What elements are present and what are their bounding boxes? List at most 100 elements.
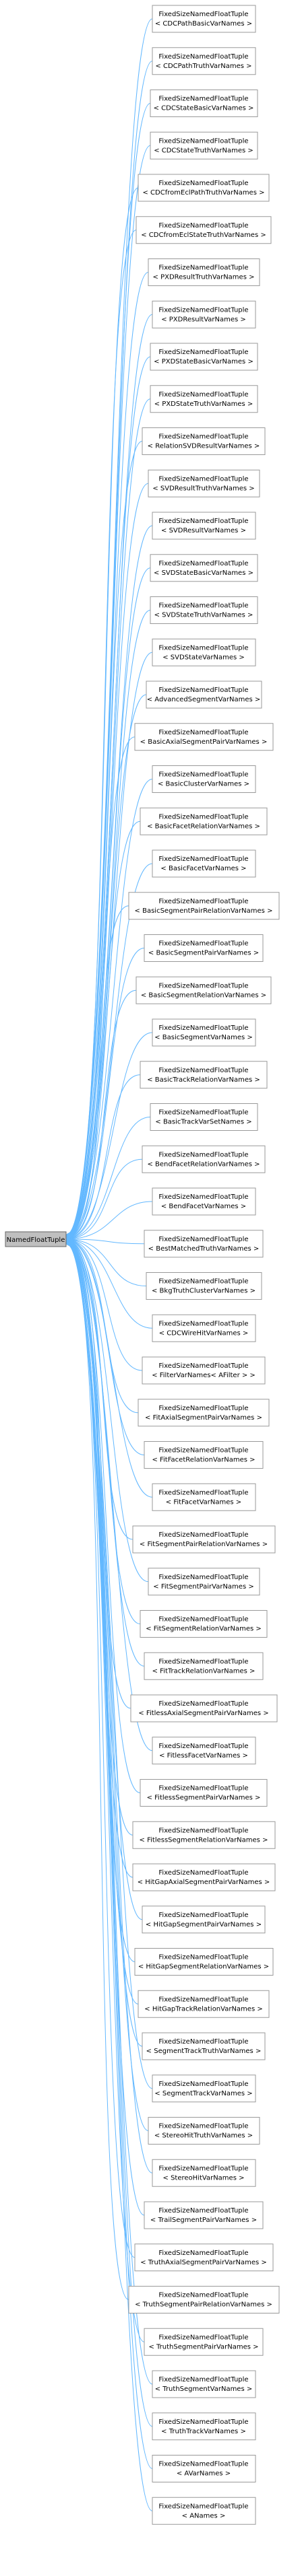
derived-class-node[interactable]: FixedSizeNamedFloatTuple< SVDStateBasicV…	[150, 554, 258, 582]
derived-class-template-arg: < BasicSegmentPairVarNames >	[148, 950, 259, 957]
derived-class-node[interactable]: FixedSizeNamedFloatTuple< CDCfromEclPath…	[138, 174, 270, 202]
derived-class-name: FixedSizeNamedFloatTuple	[158, 1193, 248, 1201]
derived-class-name: FixedSizeNamedFloatTuple	[158, 560, 248, 567]
inheritance-edge	[66, 905, 129, 1239]
derived-class-node[interactable]: FixedSizeNamedFloatTuple< HitGapAxialSeg…	[132, 1863, 276, 1891]
derived-class-node[interactable]: FixedSizeNamedFloatTuple< BasicSegmentPa…	[144, 934, 264, 962]
derived-class-name: FixedSizeNamedFloatTuple	[158, 1362, 248, 1370]
inheritance-edge	[66, 567, 151, 1237]
derived-class-node[interactable]: FixedSizeNamedFloatTuple< CDCPathBasicVa…	[152, 5, 256, 33]
derived-class-template-arg: < FitSegmentRelationVarNames >	[146, 1626, 262, 1633]
derived-class-node[interactable]: FixedSizeNamedFloatTuple< CDCPathTruthVa…	[152, 47, 256, 75]
derived-class-node[interactable]: FixedSizeNamedFloatTuple< BasicTrackVarS…	[150, 1103, 258, 1131]
inheritance-edge	[66, 1241, 136, 1962]
derived-class-node[interactable]: FixedSizeNamedFloatTuple< BasicFacetRela…	[140, 807, 268, 835]
derived-class-template-arg: < PXDStateBasicVarNames >	[154, 358, 253, 365]
derived-class-node[interactable]: FixedSizeNamedFloatTuple< FitSegmentPair…	[148, 1568, 260, 1596]
inheritance-edge	[66, 1240, 153, 1498]
derived-class-node[interactable]: FixedSizeNamedFloatTuple< FitSegmentPair…	[132, 1525, 276, 1554]
derived-class-node[interactable]: FixedSizeNamedFloatTuple< FitFacetVarNam…	[152, 1483, 256, 1511]
derived-class-node[interactable]: FixedSizeNamedFloatTuple< CDCWireHitVarN…	[152, 1314, 256, 1342]
derived-class-node[interactable]: FixedSizeNamedFloatTuple< BasicSegmentVa…	[152, 1018, 256, 1047]
derived-class-name: FixedSizeNamedFloatTuple	[158, 856, 248, 863]
derived-class-node[interactable]: FixedSizeNamedFloatTuple< SVDStateVarNam…	[152, 638, 256, 666]
derived-class-node[interactable]: FixedSizeNamedFloatTuple< CDCStateTruthV…	[150, 131, 258, 160]
derived-class-template-arg: < FitFacetVarNames >	[166, 1498, 241, 1506]
derived-class-node[interactable]: FixedSizeNamedFloatTuple< HitGapTrackRel…	[138, 1990, 270, 2018]
derived-class-node[interactable]: FixedSizeNamedFloatTuple< FitlessSegment…	[140, 1779, 268, 1807]
derived-class-node[interactable]: FixedSizeNamedFloatTuple< BkgTruthCluste…	[146, 1272, 262, 1300]
derived-class-name: FixedSizeNamedFloatTuple	[158, 53, 248, 61]
derived-class-name: FixedSizeNamedFloatTuple	[158, 1616, 248, 1624]
derived-class-name: FixedSizeNamedFloatTuple	[158, 1320, 248, 1327]
derived-class-node[interactable]: FixedSizeNamedFloatTuple< TruthAxialSegm…	[134, 2243, 274, 2272]
derived-class-template-arg: < BendFacetRelationVarNames >	[147, 1160, 260, 1168]
derived-class-node[interactable]: FixedSizeNamedFloatTuple< TruthSegmentPa…	[128, 2286, 280, 2313]
derived-class-name: FixedSizeNamedFloatTuple	[158, 475, 248, 483]
derived-class-node[interactable]: FixedSizeNamedFloatTuple< SVDResultVarNa…	[152, 512, 256, 540]
derived-class-name: FixedSizeNamedFloatTuple	[158, 1151, 248, 1158]
root-node-namedfloattuple[interactable]: NamedFloatTuple	[5, 1231, 67, 1247]
derived-class-node[interactable]: FixedSizeNamedFloatTuple< StereoHitTruth…	[148, 2117, 260, 2145]
derived-class-node[interactable]: FixedSizeNamedFloatTuple< BasicAxialSegm…	[134, 723, 274, 751]
derived-class-node[interactable]: FixedSizeNamedFloatTuple< SVDResultTruth…	[148, 469, 260, 497]
derived-class-node[interactable]: FixedSizeNamedFloatTuple< CDCStateBasicV…	[150, 90, 258, 117]
derived-class-node[interactable]: FixedSizeNamedFloatTuple < FitSegmentRela…	[140, 1610, 268, 1638]
derived-class-node[interactable]: FixedSizeNamedFloatTuple< PXDStateBasicV…	[150, 343, 258, 371]
inheritance-edge	[66, 1239, 147, 1286]
derived-class-template-arg: < PXDStateTruthVarNames >	[154, 401, 253, 408]
derived-class-node[interactable]: FixedSizeNamedFloatTuple< BendFacetVarNa…	[152, 1187, 256, 1216]
inheritance-edge	[66, 610, 151, 1237]
derived-class-template-arg: < CDCPathBasicVarNames >	[155, 20, 252, 28]
derived-class-node[interactable]: FixedSizeNamedFloatTuple< TrailSegmentPa…	[144, 2201, 264, 2229]
derived-class-template-arg: < PXDResultVarNames >	[161, 316, 246, 323]
derived-class-node[interactable]: FixedSizeNamedFloatTuple< BasicFacetVarN…	[152, 849, 256, 878]
derived-class-node[interactable]: FixedSizeNamedFloatTuple< AdvancedSegmen…	[146, 681, 262, 709]
derived-class-node[interactable]: FixedSizeNamedFloatTuple < BendFacetRelat…	[142, 1145, 266, 1173]
derived-class-node[interactable]: FixedSizeNamedFloatTuple< HitGapSegmentP…	[142, 1906, 266, 1934]
inheritance-edge	[66, 1239, 153, 1329]
derived-class-node[interactable]: FixedSizeNamedFloatTuple< AVarNames >	[152, 2455, 256, 2482]
derived-class-node[interactable]: FixedSizeNamedFloatTuple< FitlessAxialSe…	[130, 1694, 278, 1722]
derived-class-node[interactable]: FixedSizeNamedFloatTuple< TruthSegmentVa…	[152, 2370, 256, 2398]
derived-class-node[interactable]: FixedSizeNamedFloatTuple< SVDStateTruthV…	[150, 596, 258, 624]
derived-class-node[interactable]: FixedSizeNamedFloatTuple< BasicSegmentPa…	[128, 892, 280, 920]
derived-class-name: FixedSizeNamedFloatTuple	[158, 265, 248, 272]
derived-class-node[interactable]: FixedSizeNamedFloatTuple< TruthTrackVarN…	[152, 2412, 256, 2441]
derived-class-node[interactable]: FixedSizeNamedFloatTuple< FitlessFacetVa…	[152, 1737, 256, 1765]
derived-class-template-arg: < FitSegmentPairRelationVarNames >	[140, 1541, 268, 1548]
derived-class-node[interactable]: FixedSizeNamedFloatTuple< FitlessSegment…	[132, 1821, 276, 1849]
derived-class-template-arg: < BasicSegmentPairRelationVarNames >	[135, 907, 273, 915]
derived-class-name: FixedSizeNamedFloatTuple	[158, 2165, 248, 2172]
derived-class-node[interactable]: FixedSizeNamedFloatTuple< PXDStateTruthV…	[150, 385, 258, 413]
derived-class-template-arg: < TruthSegmentPairVarNames >	[148, 2343, 258, 2351]
derived-class-node[interactable]: FixedSizeNamedFloatTuple< ANames >	[152, 2497, 256, 2525]
derived-class-node[interactable]: FixedSizeNamedFloatTuple< CDCfromEclStat…	[136, 216, 272, 244]
derived-class-node[interactable]: FixedSizeNamedFloatTuple< TruthSegmentPa…	[144, 2328, 264, 2356]
derived-class-node[interactable]: FixedSizeNamedFloatTuple< FilterVarNames…	[142, 1356, 266, 1385]
inheritance-edge	[66, 1243, 145, 2342]
derived-class-node[interactable]: FixedSizeNamedFloatTuple< BasicTrackRela…	[140, 1061, 268, 1089]
derived-class-node[interactable]: FixedSizeNamedFloatTuple< BasicClusterVa…	[152, 765, 256, 793]
derived-class-name: FixedSizeNamedFloatTuple	[158, 518, 248, 525]
derived-class-template-arg: < AdvancedSegmentVarNames >	[147, 696, 261, 703]
derived-class-node[interactable]: FixedSizeNamedFloatTuple< FitTrackRelati…	[144, 1652, 264, 1680]
derived-class-node[interactable]: FixedSizeNamedFloatTuple< StereoHitVarNa…	[152, 2159, 256, 2187]
derived-class-template-arg: < CDCfromEclStateTruthVarNames >	[141, 232, 266, 239]
derived-class-node[interactable]: FixedSizeNamedFloatTuple< HitGapSegmentR…	[134, 1948, 274, 1976]
derived-class-template-arg: < BasicTrackVarSetNames >	[155, 1119, 251, 1126]
derived-class-node[interactable]: FixedSizeNamedFloatTuple< PXDResultVarNa…	[152, 300, 256, 328]
derived-class-node[interactable]: FixedSizeNamedFloatTuple< SegmentTrackVa…	[152, 2075, 256, 2103]
derived-class-node[interactable]: FixedSizeNamedFloatTuple< RelationSVDRes…	[142, 427, 266, 455]
derived-class-name: FixedSizeNamedFloatTuple	[158, 2376, 248, 2383]
derived-class-node[interactable]: FixedSizeNamedFloatTuple< BestMatchedTru…	[144, 1230, 264, 1258]
inheritance-edge	[66, 1243, 153, 2173]
derived-class-node[interactable]: FixedSizeNamedFloatTuple< PXDResultTruth…	[148, 258, 260, 286]
derived-class-node[interactable]: FixedSizeNamedFloatTuple< BasicSegmentRe…	[136, 976, 272, 1004]
inheritance-edge	[66, 1239, 145, 1245]
derived-class-node[interactable]: FixedSizeNamedFloatTuple< FitAxialSegmen…	[138, 1399, 270, 1427]
derived-class-node[interactable]: FixedSizeNamedFloatTuple< FitFacetRelati…	[144, 1441, 264, 1469]
derived-class-node[interactable]: FixedSizeNamedFloatTuple< SegmentTrackTr…	[142, 2032, 266, 2060]
derived-class-template-arg: < TruthTrackVarNames >	[161, 2428, 246, 2435]
